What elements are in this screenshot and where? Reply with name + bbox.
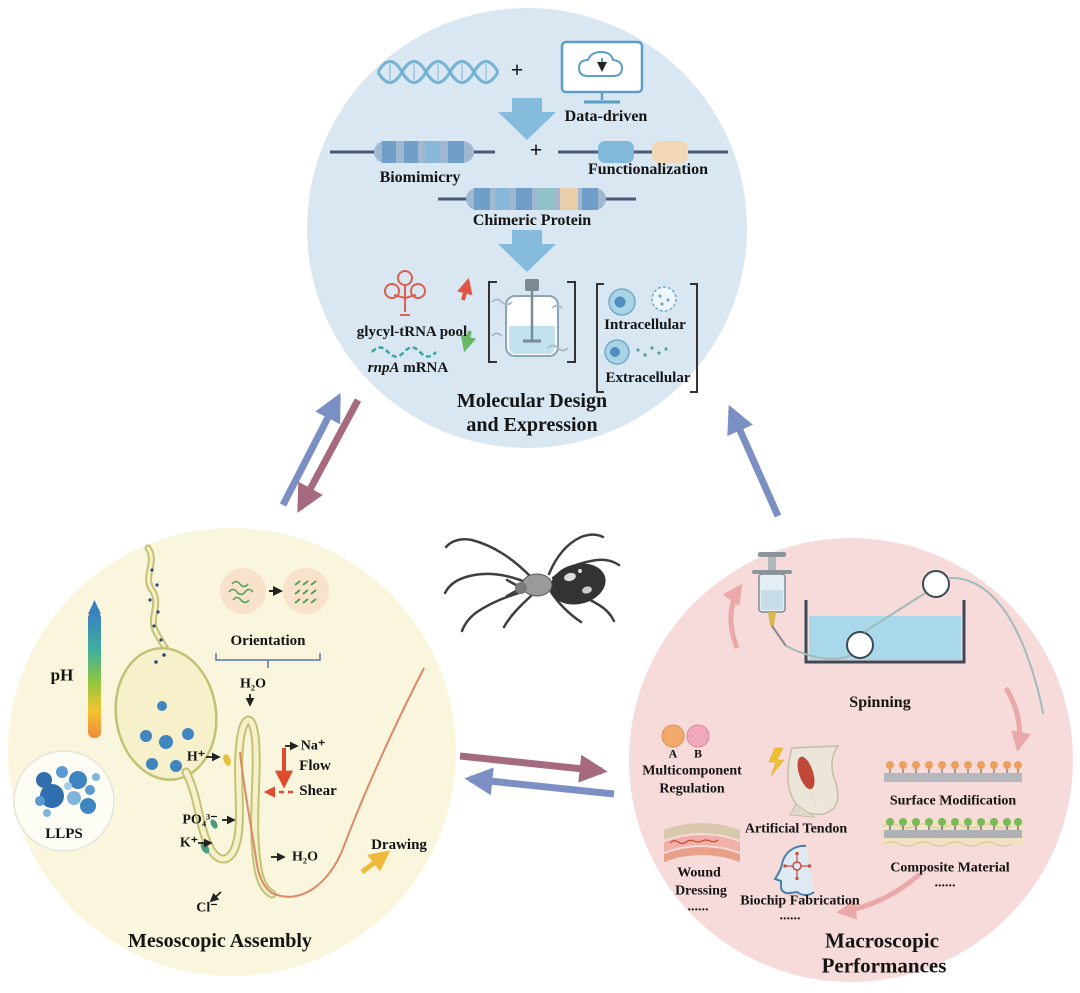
llps-label: LLPS — [45, 825, 83, 842]
bioreactor-icon — [488, 279, 576, 363]
trna-icon — [384, 270, 426, 316]
roller-takeup — [922, 570, 950, 598]
molecular-title-line2: and Expression — [466, 414, 598, 436]
functionalization-label: Functionalization — [587, 161, 709, 179]
mesoscopic-title: Mesoscopic Assembly — [128, 930, 312, 952]
functionalization-construct — [558, 141, 728, 163]
ellipsis-composite: ...... — [934, 875, 956, 891]
data-driven-label: Data-driven — [564, 108, 648, 126]
cloud-computing-monitor-icon — [560, 40, 644, 104]
intracellular-cells-icon — [608, 286, 677, 316]
mesoscopic-assembly-circle — [8, 528, 456, 976]
cl-label: Cl⁻ — [196, 900, 218, 916]
mrna-icon — [371, 346, 437, 358]
down-arrow-icon-mid — [498, 230, 556, 272]
surface-modification-icon — [884, 761, 1022, 782]
plus-sign-1: + — [510, 56, 524, 82]
wound-dressing-label-line2: Dressing — [675, 883, 727, 899]
composite-material-icon — [881, 818, 1023, 847]
spider-illustration — [443, 533, 621, 633]
roller-in-bath — [846, 631, 874, 659]
artificial-tendon-label: Artificial Tendon — [744, 821, 848, 837]
na-label: Na⁺ — [300, 738, 326, 754]
cycle-arrow-right — [727, 404, 782, 518]
biomimicry-protein-construct — [330, 141, 495, 163]
component-a-label: A — [668, 746, 678, 761]
po4-label: PO₄³⁻ — [182, 812, 218, 828]
silk-gland-illustration — [114, 544, 277, 899]
wound-dressing-label-line1: Wound — [677, 865, 721, 881]
syringe-icon — [752, 552, 792, 647]
h-plus-label: H⁺ — [186, 749, 206, 765]
coagulation-bath-icon — [785, 570, 1044, 715]
llps-inset — [13, 750, 115, 852]
rnpa-italic: rnpA — [367, 359, 400, 376]
extracellular-cells-icon — [604, 339, 668, 365]
ph-gradient-bar — [88, 600, 101, 738]
dna-helix-icon — [376, 60, 500, 84]
glycyl-trna-pool-label: glycyl-tRNA pool — [356, 323, 468, 340]
wound-dressing-icon — [664, 823, 740, 862]
cycle-arrow-top-left-pair — [279, 393, 362, 513]
drawing-arrow-icon — [360, 850, 391, 874]
component-b-label: B — [693, 746, 703, 761]
biomimicry-label: Biomimicry — [379, 169, 461, 187]
h2o-bottom-label: H₂O — [292, 849, 318, 865]
spinning-label: Spinning — [849, 694, 911, 712]
orientation-inset — [215, 568, 329, 668]
macroscopic-performances-circle — [629, 538, 1073, 982]
down-arrow-icon-top — [498, 98, 556, 140]
plus-sign-2: + — [529, 136, 543, 162]
chimeric-protein-label: Chimeric Protein — [472, 212, 592, 230]
molecular-design-circle — [307, 8, 747, 448]
biochip-fabrication-label: Biochip Fabrication — [740, 893, 860, 909]
orientation-label: Orientation — [230, 632, 306, 649]
composite-material-label: Composite Material — [890, 860, 1010, 876]
red-up-arrow-icon — [457, 277, 473, 301]
drawn-fiber-path — [239, 667, 425, 898]
chimeric-protein-construct — [438, 188, 636, 210]
macroscopic-title-line1: Macroscopic — [825, 928, 939, 953]
h2o-top-label: H₂O — [240, 676, 266, 692]
ellipsis-biochip: ...... — [779, 908, 801, 924]
flow-label: Flow — [299, 757, 331, 774]
macroscopic-title-line2: Performances — [821, 953, 947, 978]
shear-label: Shear — [299, 782, 337, 799]
surface-modification-label: Surface Modification — [889, 793, 1017, 809]
multicomponent-label-line1: Multicomponent — [642, 763, 742, 779]
extracellular-label: Extracellular — [605, 369, 691, 386]
mrna-text: mRNA — [399, 359, 449, 376]
multicomponent-label-line2: Regulation — [659, 781, 725, 797]
cycle-arrow-middle-pair — [459, 752, 615, 798]
drawing-label: Drawing — [371, 836, 427, 853]
k-label: K⁺ — [179, 835, 199, 851]
component-a-b-icon — [661, 724, 710, 748]
green-down-arrow-icon — [460, 330, 477, 353]
ellipsis-wound: ...... — [687, 899, 709, 915]
biochip-head-icon — [773, 844, 815, 896]
pink-cycle-arrows — [722, 583, 1031, 920]
rnpa-mrna-label: rnpA mRNA — [368, 360, 448, 377]
intracellular-label: Intracellular — [604, 316, 686, 333]
llps-droplets-in-gland — [140, 701, 194, 772]
artificial-tendon-icon — [768, 745, 840, 818]
cell-brackets — [596, 283, 698, 393]
ion-exchange-arrows — [198, 694, 299, 903]
ph-label: pH — [50, 665, 74, 685]
molecular-title-line1: Molecular Design — [456, 390, 608, 412]
